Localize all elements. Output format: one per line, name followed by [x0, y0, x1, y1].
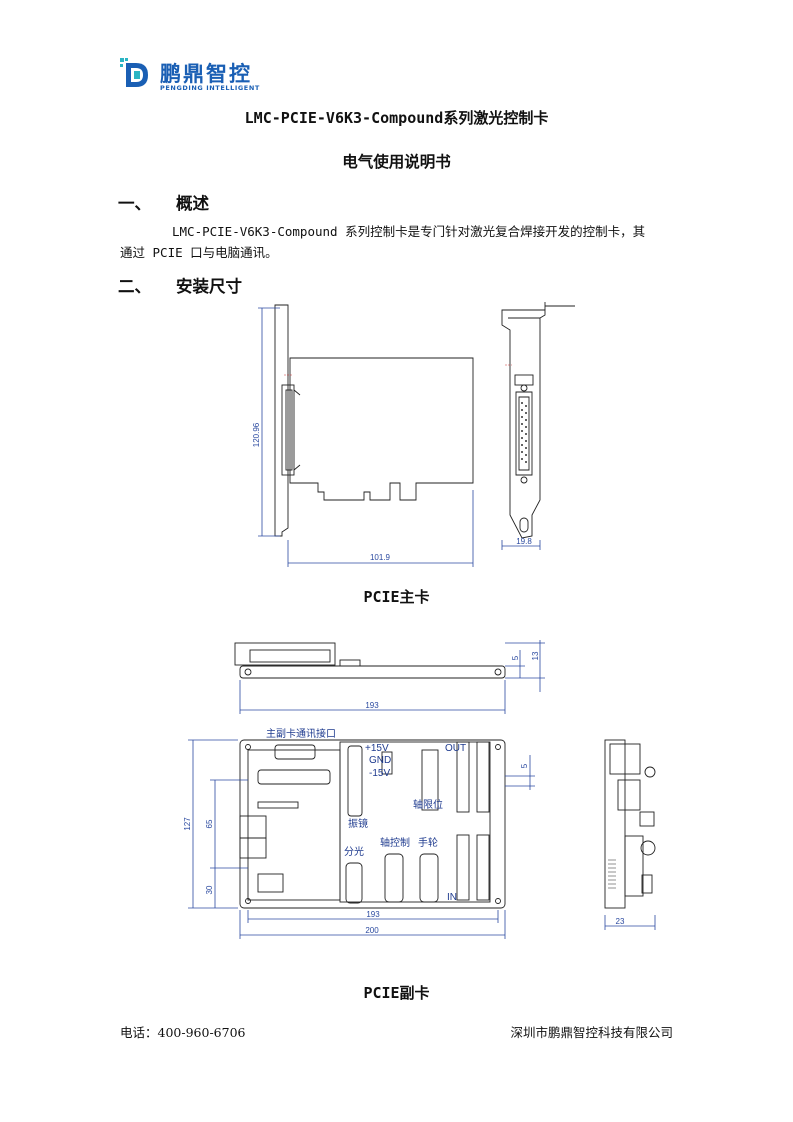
section-1-body-line1: LMC-PCIE-V6K3-Compound 系列控制卡是专门针对激光复合焊接开… — [172, 224, 646, 239]
label-axis-ctrl: 轴控制 — [380, 836, 410, 849]
label-split: 分光 — [344, 845, 364, 858]
section-2-number: 二、 — [118, 277, 151, 296]
caption-main-card: PCIE主卡 — [363, 588, 430, 606]
dim-sub-5-right: 5 — [520, 763, 529, 768]
logo-mark-icon — [120, 58, 148, 87]
label-main-port: 主副卡通讯接口 — [266, 727, 336, 740]
caption-sub-card: PCIE副卡 — [363, 984, 430, 1002]
company-logo — [118, 55, 258, 95]
dim-sub-127: 127 — [183, 817, 192, 831]
logo-text-cn: 鹏鼎智控 — [160, 62, 252, 86]
label-power-15n: -15V — [369, 768, 390, 779]
dim-sub-200: 200 — [365, 926, 379, 935]
label-in: IN — [447, 892, 457, 903]
logo-text-en: PENGDING INTELLIGENT — [160, 84, 260, 92]
label-gnd: GND — [369, 755, 391, 766]
section-1-heading: 概述 — [176, 194, 209, 213]
section-2-heading: 安装尺寸 — [176, 277, 242, 296]
sub-card-drawing: 193 5 13 主副卡通讯接口 +15V GND -15V 振镜 轴限位 OU… — [183, 640, 656, 939]
label-power-15p: +15V — [365, 743, 389, 754]
section-1-body-line2: 通过 PCIE 口与电脑通讯。 — [120, 245, 278, 260]
dim-sub-top-width: 193 — [365, 701, 379, 710]
label-out: OUT — [445, 743, 466, 754]
dim-sub-65: 65 — [205, 819, 214, 828]
label-galvo: 振镜 — [348, 817, 368, 830]
dim-sub-5-top: 5 — [511, 655, 520, 660]
footer-phone: 电话：400-960-6706 — [120, 1025, 246, 1040]
document-title: LMC-PCIE-V6K3-Compound系列激光控制卡 — [244, 109, 549, 127]
main-card-drawing: 120.96 101.9 19.8 — [252, 302, 575, 567]
dim-sub-30: 30 — [205, 885, 214, 894]
section-1-number: 一、 — [118, 194, 151, 213]
document-subtitle: 电气使用说明书 — [342, 153, 451, 171]
label-axis-limit: 轴限位 — [413, 798, 443, 811]
dim-sub-193: 193 — [366, 910, 380, 919]
dim-sub-23: 23 — [616, 917, 625, 926]
dim-main-bracket: 19.8 — [516, 537, 532, 546]
label-handwheel: 手轮 — [418, 836, 438, 849]
dim-main-height: 120.96 — [252, 422, 261, 447]
footer-company: 深圳市鹏鼎智控科技有限公司 — [510, 1025, 673, 1040]
dim-sub-13: 13 — [531, 651, 540, 660]
dim-main-width: 101.9 — [370, 553, 391, 562]
